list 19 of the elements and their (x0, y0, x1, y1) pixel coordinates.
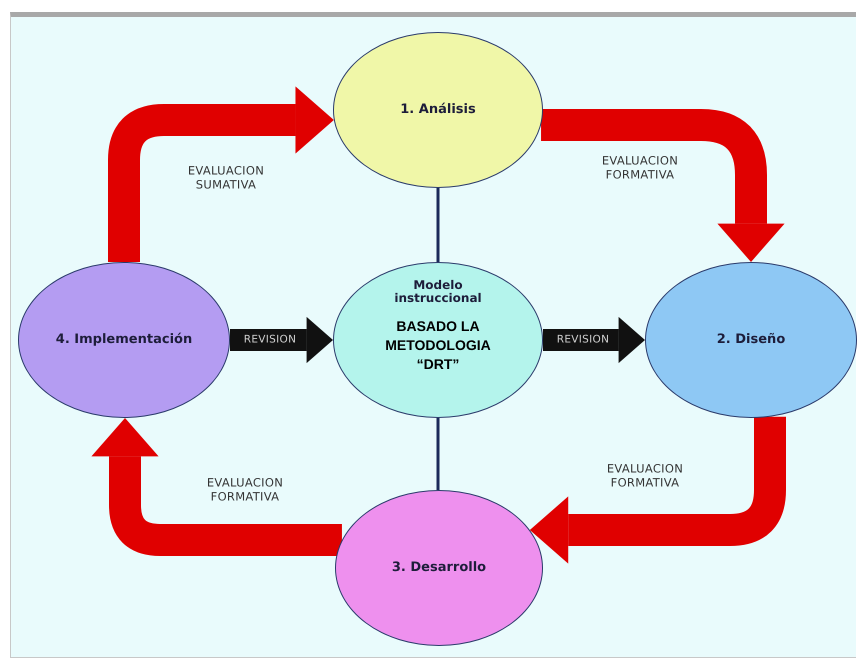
arrow (230, 316, 333, 364)
arrow (541, 109, 785, 262)
arrow (91, 418, 342, 556)
edge-label: REVISION (244, 333, 296, 347)
node-title: 2. Diseño (716, 332, 786, 348)
node-title: 3. Desarrollo (392, 560, 486, 576)
node-title: 4. Implementación (56, 332, 192, 348)
connector-line (436, 418, 440, 490)
connector-line (436, 188, 440, 262)
node-text: BASADO LA METODOLOGIA “DRT” (384, 317, 492, 374)
node-title: Modelo instruccional (393, 279, 483, 306)
arrow (108, 86, 334, 262)
edge-label: EVALUACION SUMATIVA (186, 164, 266, 192)
arrow (543, 316, 645, 364)
edge-label: EVALUACION FORMATIVA (606, 462, 684, 490)
edge-label: EVALUACION FORMATIVA (206, 476, 284, 504)
edge-label: REVISION (556, 333, 610, 347)
edge-label: EVALUACION FORMATIVA (600, 154, 680, 182)
node-title: 1. Análisis (400, 102, 476, 118)
